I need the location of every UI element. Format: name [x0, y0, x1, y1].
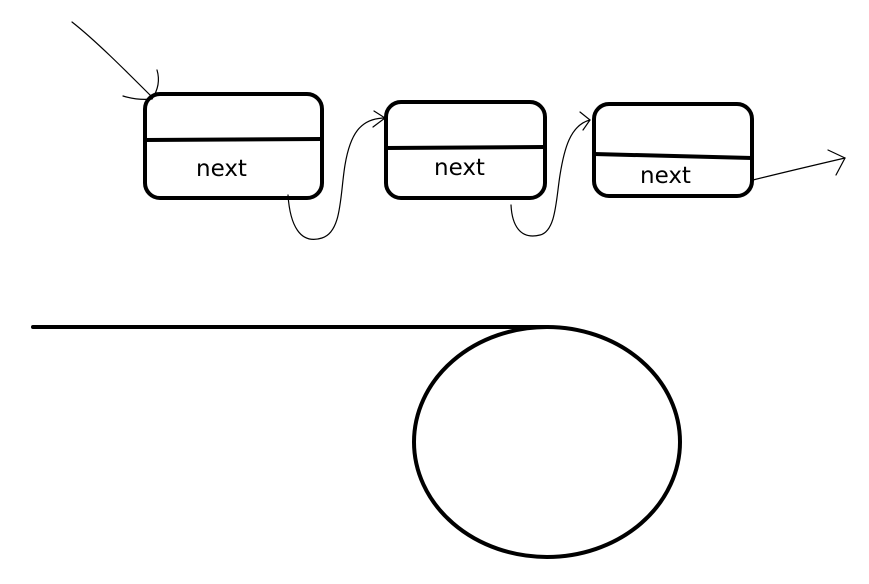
- node-2-next-label: next: [434, 155, 485, 181]
- list-node-1: next: [143, 92, 324, 200]
- link-arrow-1-to-2: [287, 110, 387, 240]
- node-3-next-label: next: [640, 163, 691, 189]
- node-1-box: [143, 92, 324, 200]
- node-2-divider: [385, 145, 546, 150]
- ring-circle: [412, 325, 682, 559]
- head-pointer-arrow: [71, 21, 159, 100]
- node-3-divider: [593, 152, 753, 160]
- list-node-3: next: [592, 102, 754, 198]
- node-3-box: [592, 102, 754, 198]
- node-1-divider: [144, 137, 323, 142]
- tail-pointer-arrow: [752, 149, 846, 181]
- node-1-next-label: next: [196, 156, 247, 182]
- node-2-box: [384, 100, 547, 200]
- link-arrow-2-to-3: [510, 111, 591, 237]
- list-node-2: next: [384, 100, 547, 200]
